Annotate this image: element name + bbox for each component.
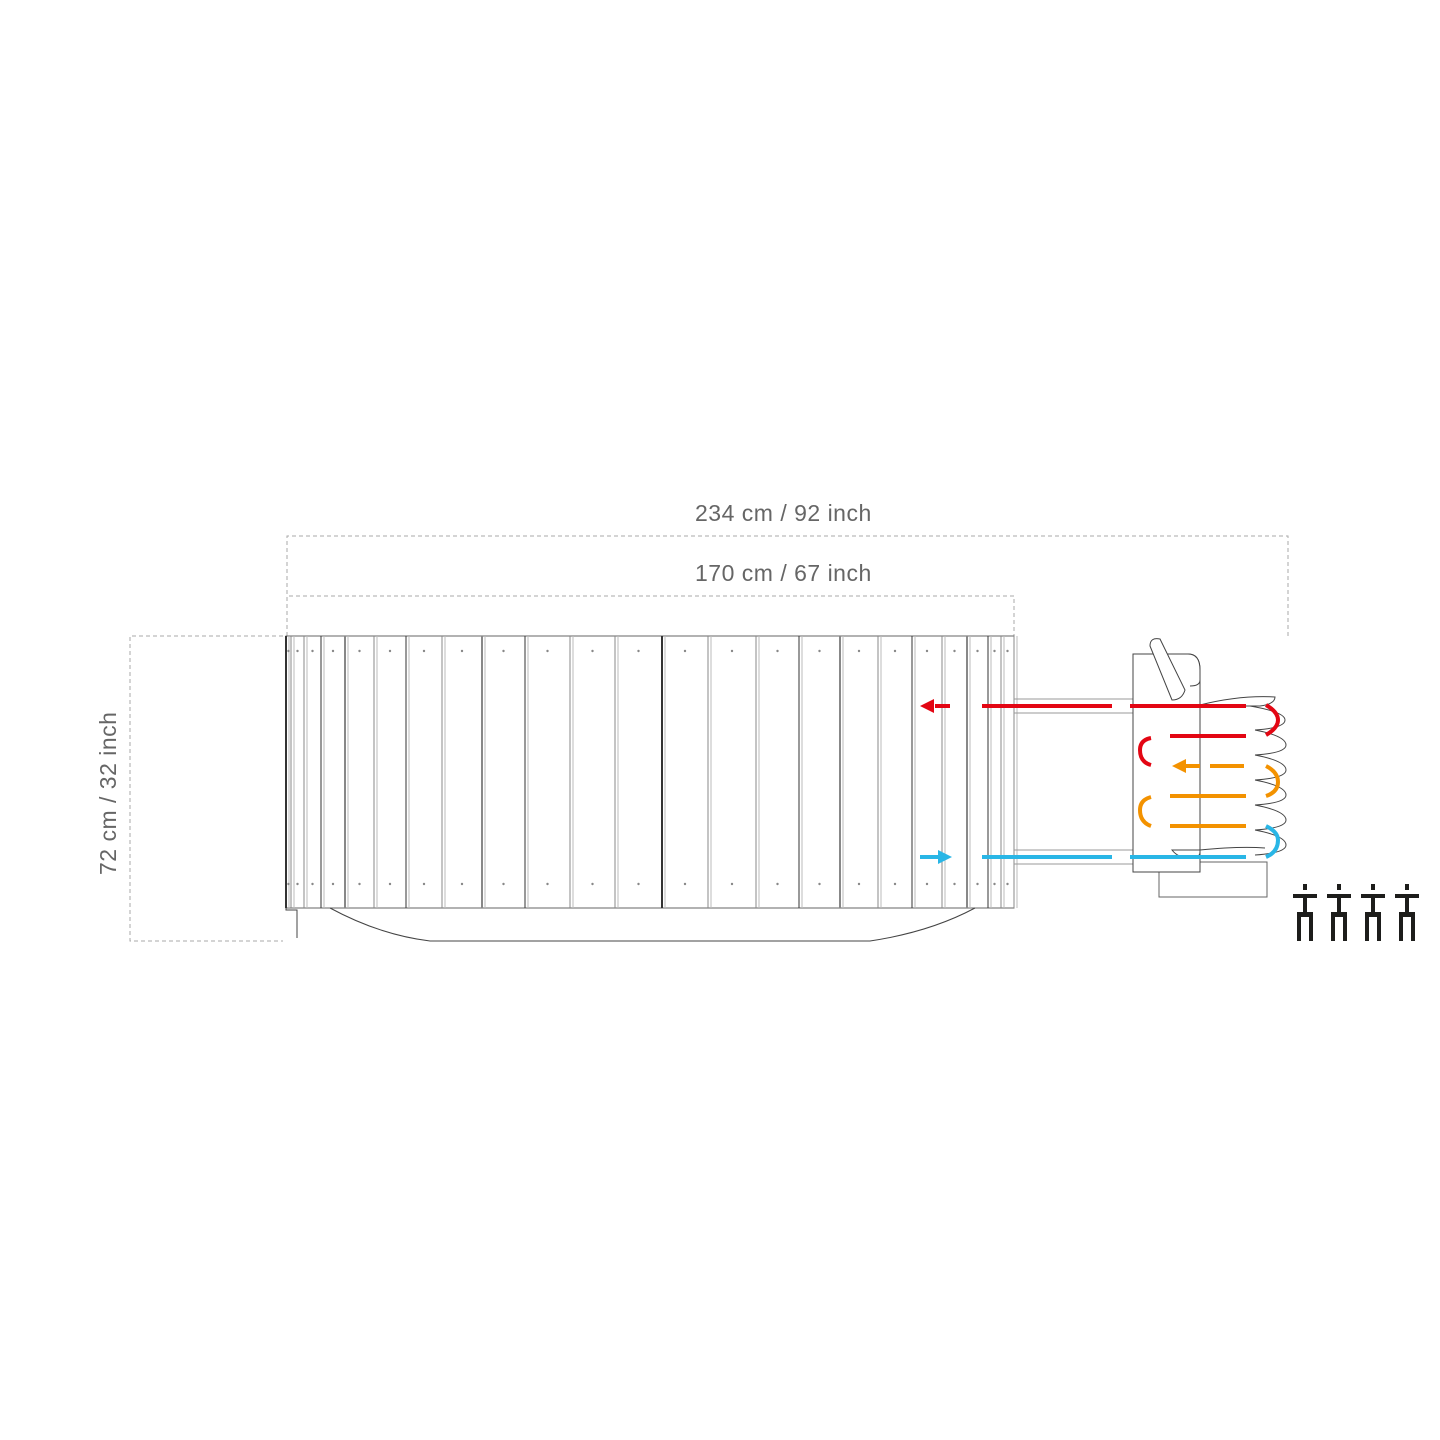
tub-staves <box>285 635 1018 909</box>
total-width-label: 234 cm / 92 inch <box>695 500 872 526</box>
chimney <box>1149 638 1186 701</box>
stave-screw <box>976 882 979 886</box>
stave-screw <box>953 649 956 653</box>
stave-screw <box>422 882 426 886</box>
stave-screw <box>776 649 779 653</box>
stave-screw <box>388 649 392 653</box>
stave-screw <box>422 649 426 653</box>
tub-width-label: 170 cm / 67 inch <box>695 560 872 586</box>
external-heater <box>1132 638 1287 898</box>
stave-screw <box>546 882 549 886</box>
stave-screw <box>683 882 687 886</box>
stave-screw <box>546 649 549 653</box>
person-icon <box>1361 884 1385 941</box>
stave-screw <box>637 649 640 653</box>
stave-screw <box>993 649 996 653</box>
capacity-persons <box>1293 884 1419 941</box>
person-icon <box>1327 884 1351 941</box>
stave-screw <box>857 649 861 653</box>
stave-screw <box>287 882 290 886</box>
stave-screw <box>591 649 594 653</box>
hot-arrow-head-icon <box>920 699 934 713</box>
stave-screw <box>776 882 779 886</box>
heater-coil <box>1199 705 1287 856</box>
stave-screw <box>296 882 299 886</box>
stave-screw <box>591 882 594 886</box>
stave-screw <box>953 882 956 886</box>
stave-screw <box>818 649 821 653</box>
stave-screw <box>311 882 314 886</box>
stave-screw <box>331 882 335 886</box>
person-icon <box>1293 884 1317 941</box>
tub-outline <box>285 635 1015 909</box>
cold-water-flow <box>920 824 1281 859</box>
stave-screw <box>358 649 361 653</box>
stave-screw <box>287 649 290 653</box>
warm-arrow-head-icon <box>1172 759 1186 773</box>
stave-screw <box>925 649 929 653</box>
stave-screw <box>311 649 314 653</box>
stave-screw <box>730 649 734 653</box>
stave-screw <box>818 882 821 886</box>
stave-screw <box>730 882 734 886</box>
stave-screw <box>893 882 897 886</box>
stave-screw <box>460 649 464 653</box>
hot-water-flow <box>935 703 1281 767</box>
stave-screw <box>502 649 505 653</box>
dimension-lines <box>129 535 1289 942</box>
stave-screw <box>358 882 361 886</box>
stave-screw <box>296 649 299 653</box>
stave-screw <box>925 882 929 886</box>
stave-screw <box>857 882 861 886</box>
stave-screw <box>460 882 464 886</box>
stave-screw <box>893 649 897 653</box>
stave-screw <box>976 649 979 653</box>
warm-water-flow <box>1137 764 1281 828</box>
stave-screw <box>993 882 996 886</box>
cold-arrow-head-icon <box>938 850 952 864</box>
pipes <box>1014 698 1133 865</box>
tub-base-curve <box>329 907 976 942</box>
person-icon <box>1395 884 1419 941</box>
stave-screw <box>1006 649 1009 653</box>
stave-screw <box>502 882 505 886</box>
stave-screw <box>637 882 640 886</box>
stave-screw <box>331 649 335 653</box>
stave-screw <box>683 649 687 653</box>
stave-screw <box>1006 882 1009 886</box>
tub-leg <box>285 908 298 938</box>
stave-screw <box>388 882 392 886</box>
